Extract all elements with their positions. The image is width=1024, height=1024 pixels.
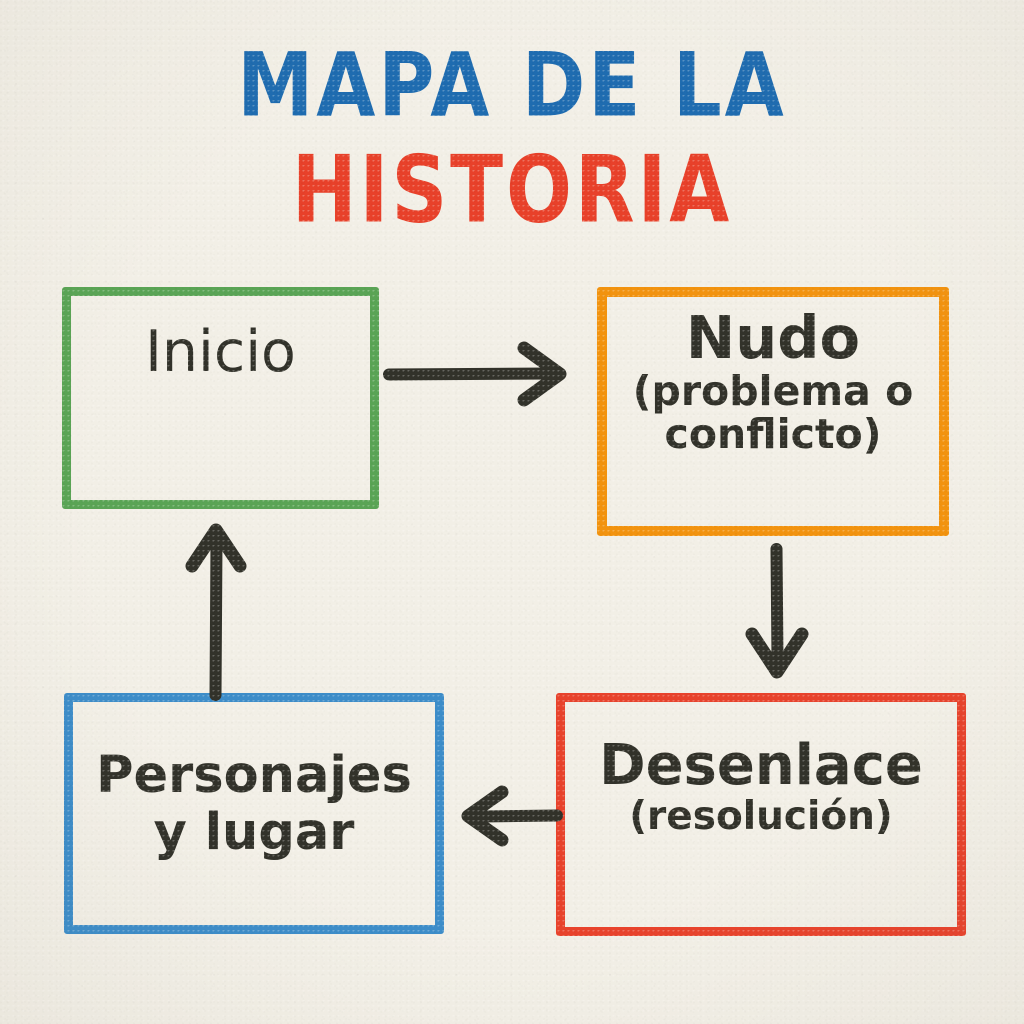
arrow-desenlace-to-personajes [450, 784, 563, 848]
arrow-inicio-to-nudo [383, 341, 586, 407]
node-personajes-label: Personajes [96, 746, 412, 805]
node-desenlace-label: Desenlace [599, 733, 923, 798]
node-nudo-sublabel-line2: conflicto) [664, 410, 882, 459]
node-desenlace[interactable]: Desenlace (resolución) [556, 693, 966, 936]
title-line-historia: HISTORIA [291, 135, 733, 244]
node-inicio-label: Inicio [145, 319, 296, 385]
title-line-mapa-de-la: MAPA DE LA [237, 35, 787, 137]
node-desenlace-sublabel: (resolución) [629, 794, 893, 840]
node-inicio-border [62, 287, 379, 509]
node-nudo-sublabel: (problema o conflicto) [633, 370, 914, 456]
page-title: MAPA DE LA HISTORIA [0, 35, 1024, 236]
node-nudo[interactable]: Nudo (problema o conflicto) [597, 287, 949, 536]
node-personajes-border [64, 693, 444, 934]
node-nudo-border [597, 287, 949, 536]
node-inicio[interactable]: Inicio [62, 287, 379, 509]
arrow-nudo-to-desenlace [744, 543, 810, 688]
node-personajes[interactable]: Personajes y lugar [64, 693, 444, 934]
node-nudo-sublabel-line1: (problema o [632, 367, 914, 416]
arrow-personajes-to-inicio [183, 518, 249, 701]
node-nudo-label: Nudo [685, 303, 861, 372]
node-personajes-sublabel: y lugar [153, 803, 355, 863]
